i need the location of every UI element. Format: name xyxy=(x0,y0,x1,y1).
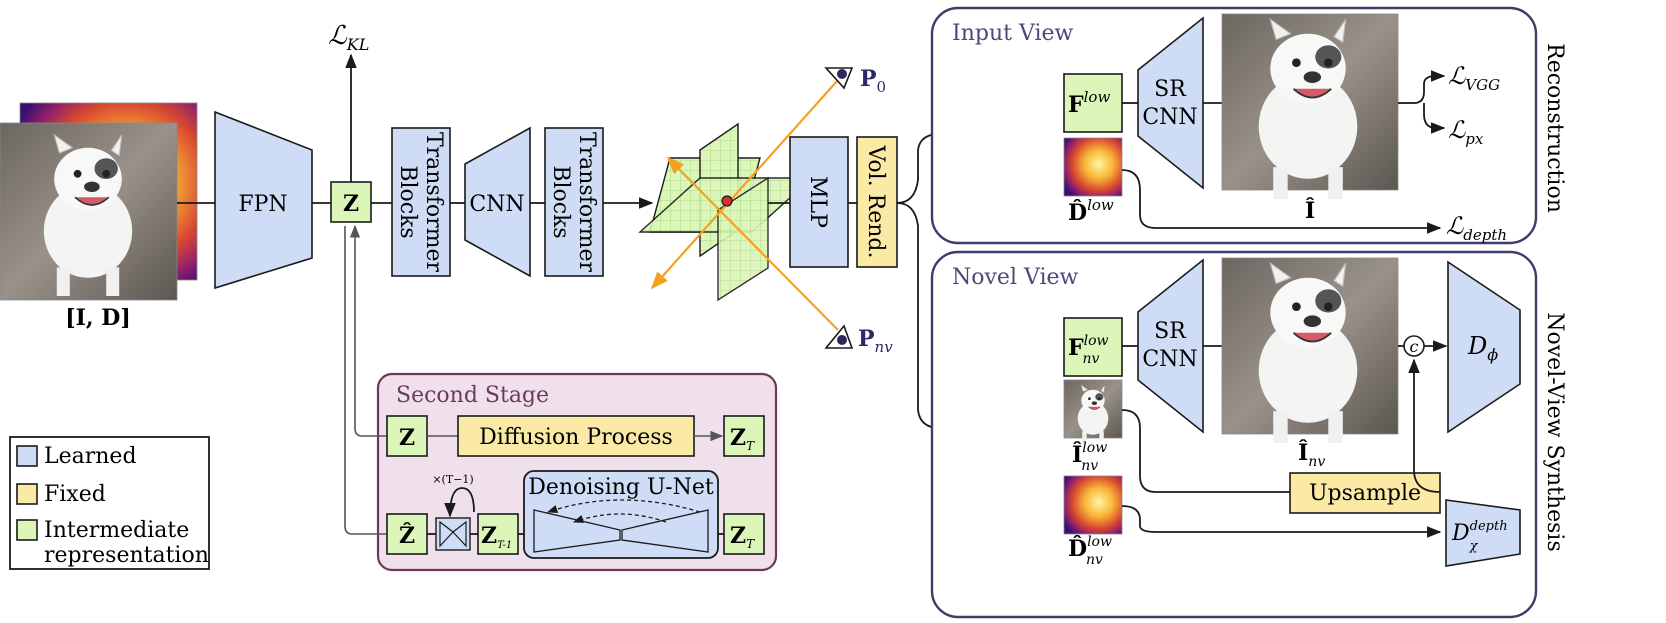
upsample-label: Upsample xyxy=(1309,481,1421,506)
reconstruction-side-label: Reconstruction xyxy=(1542,43,1567,213)
legend-fixed-label: Fixed xyxy=(44,482,106,507)
depth-loss-arrow xyxy=(1121,169,1442,234)
unet-skip-2 xyxy=(573,513,667,523)
i-hat-label: Î xyxy=(1305,197,1315,224)
i-hat-image xyxy=(1221,13,1399,200)
loss-depth-label: ℒdepth xyxy=(1446,212,1507,244)
legend-fixed-swatch xyxy=(16,483,38,505)
vol-rend-block xyxy=(856,136,898,268)
novel-view-side-label: Novel-View Synthesis xyxy=(1542,312,1567,552)
d-phi-label: Dϕ xyxy=(1467,332,1498,364)
diffusion-process-block xyxy=(457,415,695,457)
ss-zhat-label: Ẑ xyxy=(399,522,415,549)
fpn-block xyxy=(214,110,313,290)
f-nv-low-box xyxy=(1063,317,1123,377)
d-nv-low-image xyxy=(1063,475,1123,535)
i-nv-low-image xyxy=(1063,379,1123,442)
ray-p0 xyxy=(650,79,839,290)
mlp-label: MLP xyxy=(805,176,830,228)
ss-zt1-label: ZT-1 xyxy=(481,523,512,551)
camera-p0-icon xyxy=(824,67,854,90)
sr-cnn-block-2 xyxy=(1137,258,1204,434)
fpn-label: FPN xyxy=(238,192,287,217)
d-phi-block xyxy=(1447,260,1521,434)
latent-z-box xyxy=(330,181,372,223)
loss-vgg-label: ℒVGG xyxy=(1448,62,1500,94)
transformer-blocks-2 xyxy=(544,127,604,277)
diffusion-process-label: Diffusion Process xyxy=(479,425,673,450)
concat-label: c xyxy=(1410,337,1419,356)
transformer-1-label: TransformerBlocks xyxy=(395,132,446,273)
cnn-block xyxy=(464,126,531,278)
denoising-unet-label: Denoising U-Net xyxy=(528,475,714,500)
ss-zt1-box xyxy=(477,513,519,555)
ss-zt-box xyxy=(723,415,765,457)
sample-point xyxy=(721,195,733,207)
mlp-block xyxy=(789,136,849,268)
novel-view-title: Novel View xyxy=(952,265,1079,290)
ss-zt2-box xyxy=(723,513,765,555)
mini-unet-icon xyxy=(435,517,471,551)
repeat-label: ×(T−1) xyxy=(432,473,473,486)
unet-skip-1 xyxy=(547,499,701,513)
cnn-label: CNN xyxy=(469,192,524,217)
transformer-2-label: TransformerBlocks xyxy=(548,132,599,273)
p0-label: P0 xyxy=(860,66,886,96)
pnv-label: Pnv xyxy=(858,326,893,356)
upsample-output-arrow xyxy=(1408,358,1441,493)
ss-z-box xyxy=(386,415,428,457)
sr-cnn-block-1 xyxy=(1137,16,1204,190)
z-feedback-line-1 xyxy=(349,224,387,437)
d-low-image xyxy=(1063,137,1123,197)
ss-z-label: Z xyxy=(399,425,415,451)
upsample-input-arrow xyxy=(1121,409,1290,493)
loss-px-label: ℒpx xyxy=(1448,116,1484,148)
d-low-label: D̂low xyxy=(1068,196,1114,226)
i-nv-label: Înv xyxy=(1298,439,1325,470)
legend-learned-swatch xyxy=(16,445,38,467)
depth-disc-arrow xyxy=(1121,505,1442,538)
d-chi-block xyxy=(1445,499,1521,567)
repeat-arrow xyxy=(444,487,475,518)
legend-intermediate-swatch xyxy=(16,519,38,541)
latent-z-label: Z xyxy=(343,191,359,217)
camera-pnv-icon xyxy=(824,324,854,349)
legend-box xyxy=(9,436,210,570)
kl-loss-label: ℒKL xyxy=(328,21,369,54)
vol-rend-label: Vol. Rend. xyxy=(863,145,888,259)
input-label: [I, D] xyxy=(65,305,131,331)
i-nv-image xyxy=(1221,257,1399,444)
transformer-blocks-1 xyxy=(391,127,451,277)
f-low-box xyxy=(1063,73,1123,133)
ss-zt-label: ZT xyxy=(730,425,755,453)
ray-pnv xyxy=(666,156,839,331)
z-feedback-line-2 xyxy=(344,226,387,535)
input-view-title: Input View xyxy=(952,21,1074,46)
ss-zt2-label: ZT xyxy=(730,523,755,551)
second-stage-title: Second Stage xyxy=(396,383,549,408)
ss-zhat-box xyxy=(386,513,428,555)
legend-learned-label: Learned xyxy=(44,444,137,469)
f-low-label: Flow xyxy=(1068,88,1110,118)
input-images: [I, D] xyxy=(0,102,198,331)
